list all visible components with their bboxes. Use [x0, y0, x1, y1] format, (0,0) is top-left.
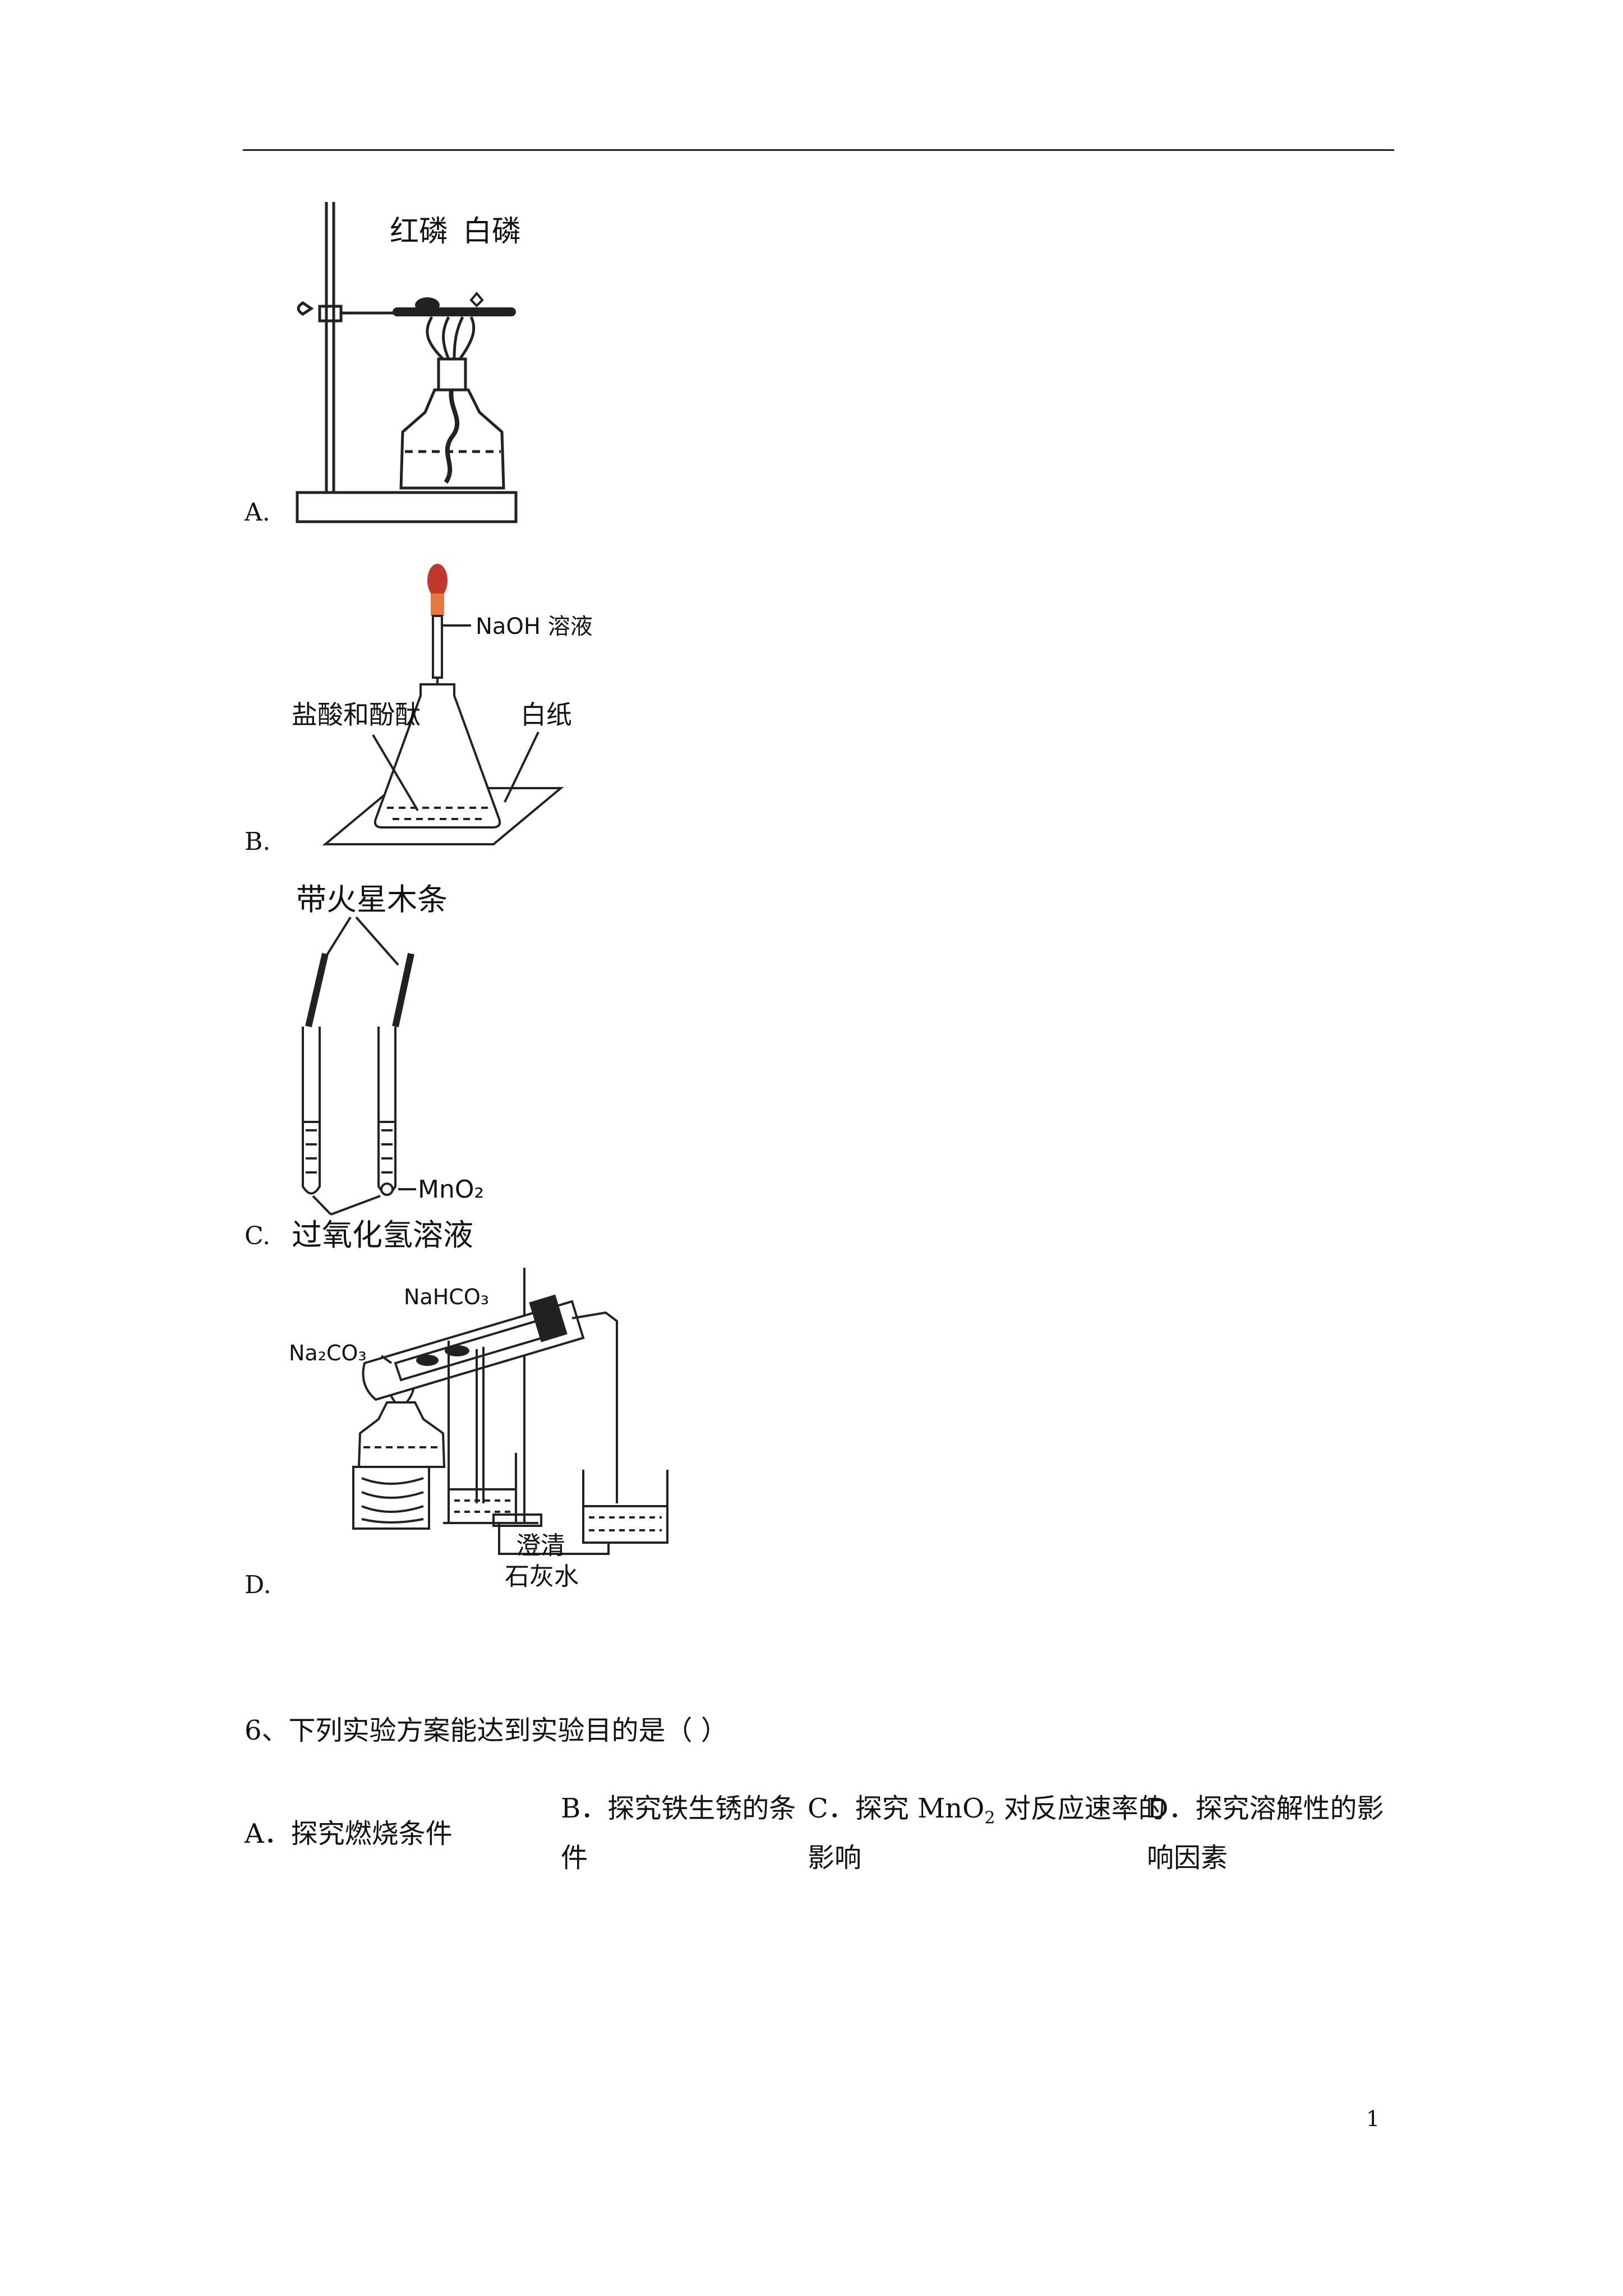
q6-option-c-line1: C．探究 MnO2 对反应速率的	[808, 1784, 1165, 1843]
label-naoh: NaOH 溶液	[476, 614, 593, 639]
q6-option-c-text-b: 对反应速率的	[995, 1793, 1165, 1824]
label-red-phosphorus: 红磷	[390, 215, 448, 249]
page-number: 1	[1366, 2106, 1380, 2131]
header-rule	[243, 149, 1394, 151]
figure-a-combustion-apparatus: 红磷 白磷	[280, 196, 533, 533]
q6-option-a: A．探究燃烧条件	[245, 1818, 453, 1849]
label-limewater-1: 澄清	[516, 1531, 565, 1560]
q6-option-d-line2: 响因素	[1147, 1842, 1228, 1874]
figure-c-catalyst-test: 带火星木条 MnO₂ 过氧化氢溶液	[280, 875, 572, 1268]
option-d-letter: D.	[245, 1571, 271, 1599]
label-white-phosphorus: 白磷	[463, 215, 521, 249]
label-acid-phenolphthalein: 盐酸和酚酞	[292, 700, 421, 730]
label-nahco3: NaHCO₃	[404, 1285, 489, 1309]
label-mno2: MnO₂	[418, 1175, 484, 1204]
q6-option-d-line1: D．探究溶解性的影	[1147, 1793, 1384, 1824]
option-a-letter: A.	[245, 498, 270, 527]
option-b-letter: B.	[245, 827, 271, 856]
q6-option-b-line2: 件	[561, 1842, 588, 1874]
label-glowing-splint: 带火星木条	[296, 882, 448, 917]
label-na2co3: Na₂CO₃	[289, 1341, 367, 1365]
label-hydrogen-peroxide: 过氧化氢溶液	[292, 1217, 473, 1253]
label-limewater-2: 石灰水	[505, 1562, 579, 1591]
question-6-stem: 6、下列实验方案能达到实验目的是（ ）	[245, 1715, 728, 1746]
q6-option-c-line2: 影响	[808, 1842, 862, 1874]
option-c-letter: C.	[245, 1222, 271, 1250]
label-white-paper: 白纸	[520, 700, 572, 730]
q6-option-b-line1: B．探究铁生锈的条	[561, 1793, 796, 1824]
q6-option-c-text-a: C．探究 MnO	[808, 1793, 985, 1824]
q6-option-c-subscript: 2	[984, 1808, 995, 1828]
figure-d-carbonate-decomposition: NaHCO₃ Na₂CO₃ 澄清 石灰水	[280, 1268, 684, 1616]
figure-b-titration: NaOH 溶液 盐酸和酚酞 白纸	[280, 555, 628, 858]
